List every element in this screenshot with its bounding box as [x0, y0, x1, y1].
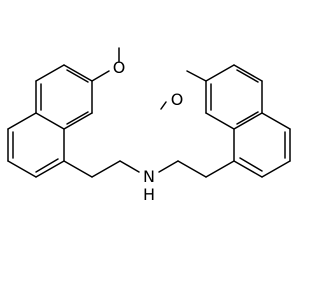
bonds: [7, 47, 291, 178]
oxygen-atom-label: O: [171, 90, 184, 109]
bond: [233, 160, 263, 178]
bond: [63, 160, 93, 178]
bond: [177, 160, 207, 178]
oxygen-atom-label: O: [113, 58, 126, 77]
bond: [119, 160, 140, 173]
hydrogen-atom-label: H: [143, 185, 155, 204]
bond: [7, 160, 37, 178]
bond: [35, 158, 59, 173]
bond: [63, 112, 93, 130]
bond: [236, 69, 259, 83]
bond: [35, 160, 65, 178]
bond: [35, 64, 65, 82]
bond: [66, 69, 89, 83]
bond: [233, 112, 263, 130]
bond: [63, 64, 93, 82]
bond: [186, 70, 207, 82]
bond: [233, 64, 263, 82]
bond: [261, 160, 291, 178]
bond: [35, 112, 65, 130]
nitrogen-atom-label: N: [143, 167, 155, 186]
bond: [7, 112, 37, 130]
bond: [239, 157, 263, 172]
bond: [158, 160, 179, 173]
bond: [205, 112, 235, 130]
bond: [91, 70, 110, 82]
bond: [91, 160, 121, 178]
molecule-canvas: O O N H: [7, 47, 291, 204]
bond: [205, 160, 235, 178]
bond: [261, 112, 291, 130]
bond: [236, 111, 259, 125]
bond: [205, 64, 235, 82]
bond: [160, 101, 167, 110]
atom-labels: O O N H: [113, 58, 184, 204]
bond: [66, 111, 89, 125]
